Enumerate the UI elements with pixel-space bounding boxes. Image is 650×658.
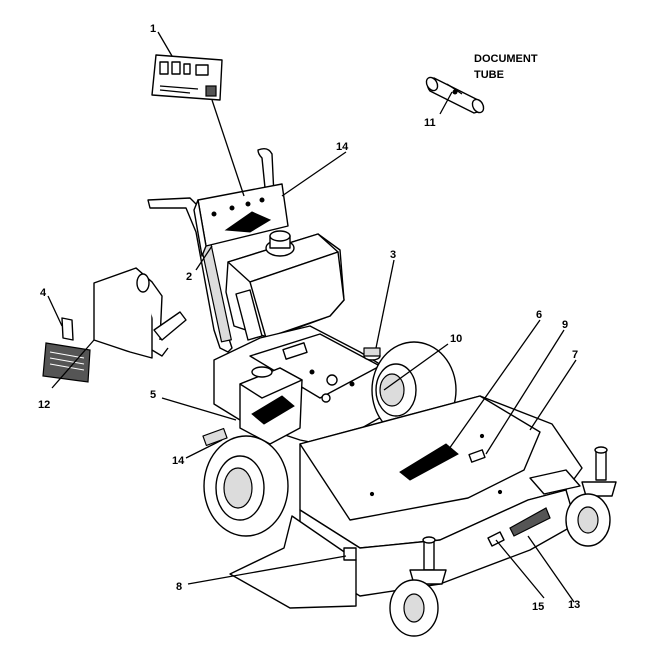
rear-tire-left [202,427,289,537]
engine [225,230,345,341]
document-tube [425,76,485,114]
caster-right [529,446,617,547]
right-stud [363,347,381,361]
document-tube-label-line1: DOCUMENT [474,53,538,65]
callout-5: 5 [150,389,156,401]
callout-14-top: 14 [336,141,349,153]
warning-decal [61,317,74,341]
callout-9: 9 [562,319,568,331]
callout-12: 12 [38,399,50,411]
callout-6: 6 [536,309,542,321]
callout-10: 10 [450,333,462,345]
mower-deck [299,395,583,549]
callout-2: 2 [186,271,192,283]
caster-left [389,536,447,637]
control-panel [193,183,289,257]
document-tube-label-line2: TUBE [474,69,504,81]
callout-11: 11 [424,117,436,129]
callout-14-left: 14 [172,455,185,467]
callout-labels: 1 2 3 4 5 6 7 8 9 10 11 12 13 14 14 15 D… [38,23,580,613]
instruction-decal [151,54,223,101]
callout-7: 7 [572,349,578,361]
callout-3: 3 [390,249,396,261]
drive-housing [239,366,303,445]
callout-8: 8 [176,581,182,593]
callout-15: 15 [532,601,544,613]
callout-13: 13 [568,599,580,611]
serial-decal [42,342,91,383]
callout-1: 1 [150,23,156,35]
leader-lines [47,31,577,603]
callout-4: 4 [40,287,47,299]
deck-skirt [229,489,577,609]
side-panel-bracket [93,267,187,359]
